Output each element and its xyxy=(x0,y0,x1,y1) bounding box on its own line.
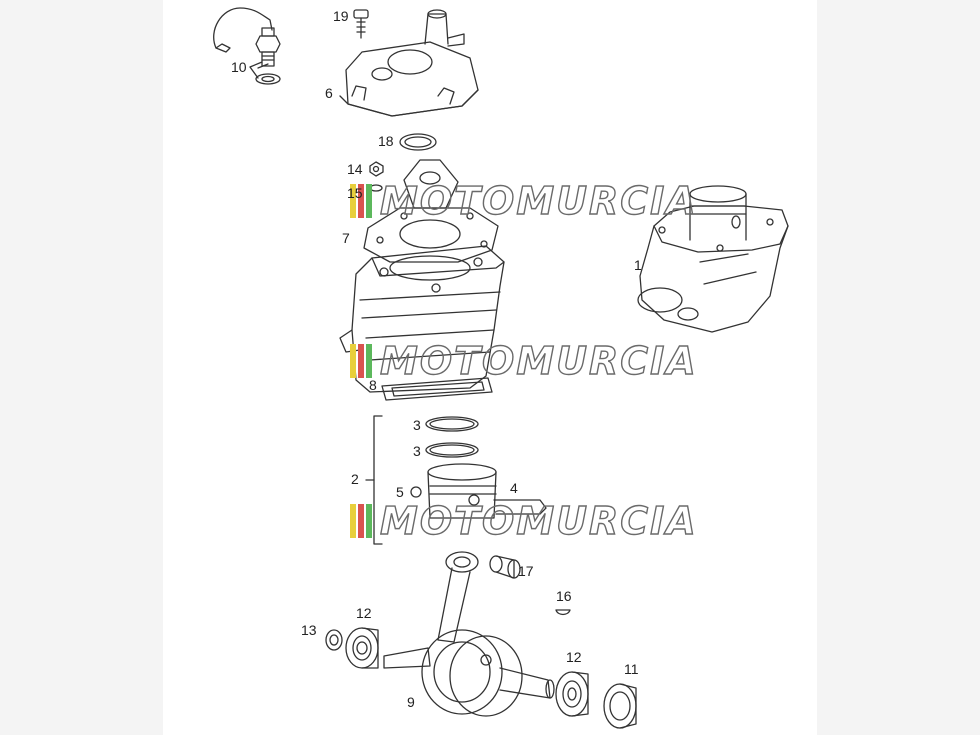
part-3-piston-rings xyxy=(425,416,479,458)
label-3b: 3 xyxy=(413,443,421,459)
part-14-nut xyxy=(369,161,384,177)
label-12a: 12 xyxy=(356,605,372,621)
part-10-temperature-sensor xyxy=(213,7,281,85)
part-12-bearing-left xyxy=(345,627,379,669)
label-10: 10 xyxy=(231,59,247,75)
part-12-bearing-right xyxy=(555,671,589,717)
label-8: 8 xyxy=(369,377,377,393)
left-margin xyxy=(0,0,163,735)
part-13-seal xyxy=(325,629,343,651)
svg-text:MOTOMURCIA: MOTOMURCIA xyxy=(380,499,698,543)
label-13: 13 xyxy=(301,622,317,638)
label-12b: 12 xyxy=(566,649,582,665)
part-1-cylinder-piston-kit xyxy=(637,185,789,333)
right-margin xyxy=(817,0,980,735)
svg-text:MOTOMURCIA: MOTOMURCIA xyxy=(380,179,698,223)
part-6-head-cover xyxy=(339,9,479,117)
label-11: 11 xyxy=(624,661,639,677)
watermark-2: MOTOMURCIA xyxy=(350,338,698,384)
part-17-needle-bearing xyxy=(489,555,521,579)
part-11-oil-seal xyxy=(603,683,637,729)
label-9: 9 xyxy=(407,694,415,710)
part-16-key xyxy=(555,609,571,616)
label-7: 7 xyxy=(342,230,350,246)
label-17: 17 xyxy=(518,563,534,579)
label-6: 6 xyxy=(325,85,333,101)
part-7-head-gasket xyxy=(363,159,499,263)
label-5: 5 xyxy=(396,484,404,500)
label-15: 15 xyxy=(347,185,363,201)
label-16: 16 xyxy=(556,588,572,604)
part-5-clip xyxy=(410,486,422,498)
part-8-base-gasket xyxy=(381,377,493,401)
part-19-bolt xyxy=(353,9,369,39)
label-4: 4 xyxy=(510,480,518,496)
label-3a: 3 xyxy=(413,417,421,433)
label-18: 18 xyxy=(378,133,394,149)
part-18-o-ring xyxy=(399,133,437,151)
part-4-piston xyxy=(427,463,547,519)
label-1: 1 xyxy=(634,257,642,273)
label-2: 2 xyxy=(351,471,359,487)
svg-text:MOTOMURCIA: MOTOMURCIA xyxy=(380,339,698,383)
watermark-1: MOTOMURCIA xyxy=(350,178,698,224)
label-19: 19 xyxy=(333,8,349,24)
label-14: 14 xyxy=(347,161,363,177)
watermark-3: MOTOMURCIA xyxy=(350,498,698,544)
part-9-crankshaft xyxy=(383,551,555,717)
